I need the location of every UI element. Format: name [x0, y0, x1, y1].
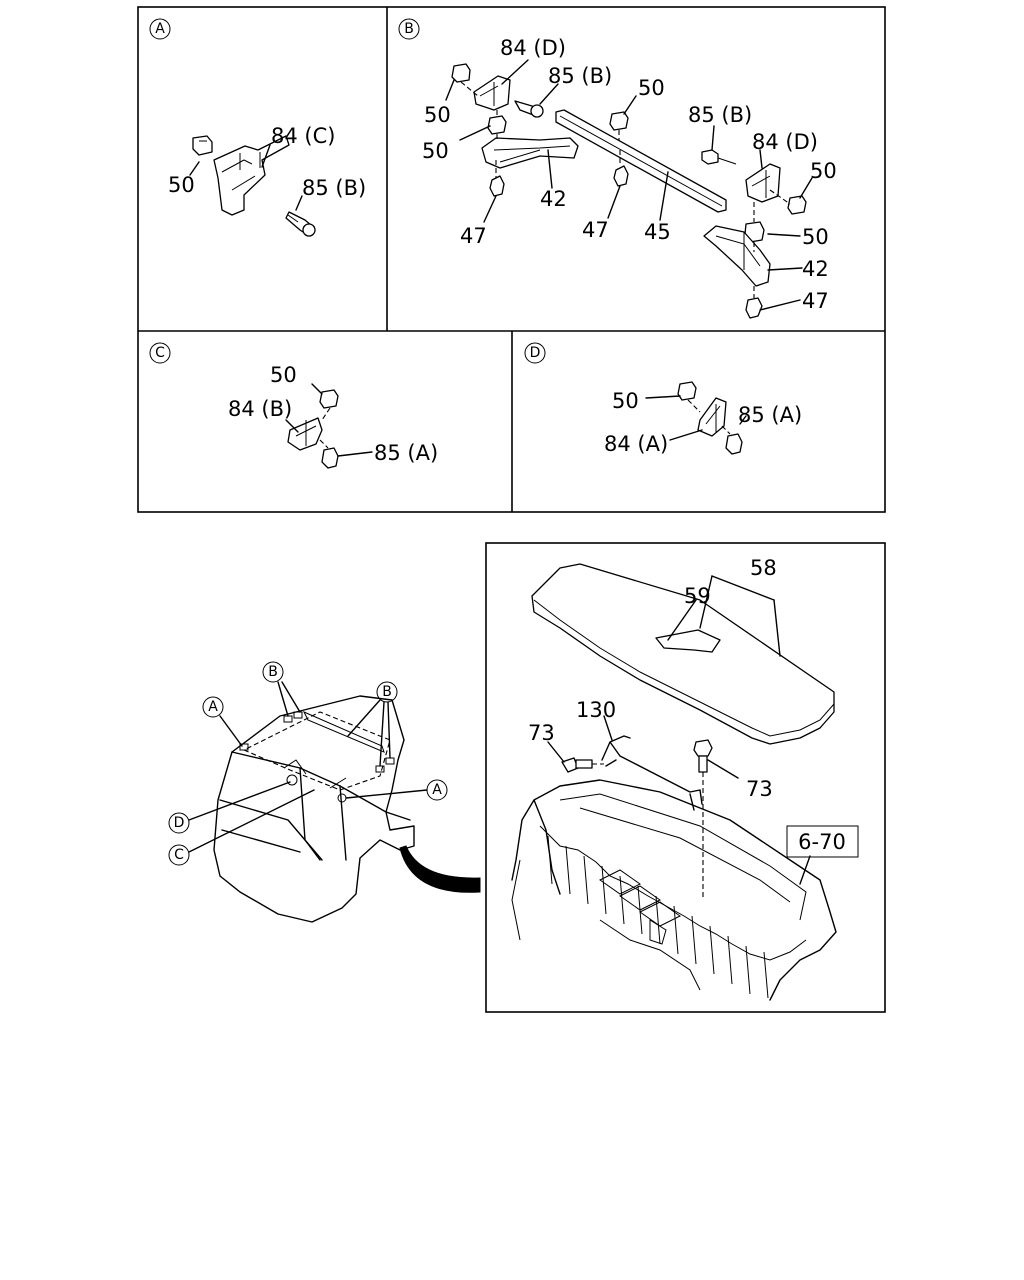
bracket-84b: [287, 417, 323, 451]
callout-d-letter: D: [174, 815, 185, 831]
label-42-1: 42: [540, 187, 567, 211]
callout-d: [168, 812, 190, 834]
clip-50-a: [192, 135, 213, 156]
vehicle-window: [219, 799, 323, 861]
label-130: 130: [576, 698, 616, 722]
label-50: 50: [168, 173, 195, 197]
screw-47-2: [613, 165, 629, 187]
callout-b2: [376, 681, 398, 703]
callout-a1-letter: A: [208, 699, 218, 715]
panel-c-circle: [149, 342, 171, 364]
panel-c-letter: C: [155, 345, 165, 361]
screw-85a-d: [725, 433, 743, 455]
label-50: 50: [612, 389, 639, 413]
screw-85b-b2: [701, 149, 719, 165]
label-85b-1: 85 (B): [548, 64, 612, 88]
ref-label: 6-70: [798, 830, 846, 854]
label-85a: 85 (A): [374, 441, 438, 465]
clip-50-b2: [487, 115, 507, 135]
bracket-84d-2: [745, 163, 781, 203]
label-47-2: 47: [582, 218, 609, 242]
screw-47-1: [489, 175, 505, 197]
label-58: 58: [750, 556, 777, 580]
callout-c: [168, 844, 190, 866]
panel-c: C 50 84 (B) 85 (A): [149, 342, 438, 469]
label-73-1: 73: [528, 721, 555, 745]
label-47-3: 47: [802, 289, 829, 313]
label-50-5: 50: [802, 225, 829, 249]
screw-85a-c: [321, 447, 339, 469]
callout-b1: [262, 661, 284, 683]
clip-50-b3: [609, 111, 629, 131]
detail-frame: [485, 542, 886, 1013]
callout-b1-letter: B: [268, 664, 278, 680]
panel-a-circle: [149, 18, 171, 40]
panel-b-circle: [398, 18, 420, 40]
vehicle-body: [213, 695, 415, 923]
bolt-73-2: [693, 739, 713, 757]
callout-b2-letter: B: [382, 684, 392, 700]
label-45: 45: [644, 220, 671, 244]
label-50-3: 50: [638, 76, 665, 100]
detail-panel: 58 59 130 73 73 6-70: [511, 556, 859, 1001]
label-50-1: 50: [424, 103, 451, 127]
panel-58: [531, 563, 835, 745]
label-84c: 84 (C): [271, 124, 335, 148]
label-47-1: 47: [460, 224, 487, 248]
label-73-2: 73: [746, 777, 773, 801]
callout-a1: [202, 696, 224, 718]
cargo-floor: [511, 779, 837, 1001]
bracket-84c: [213, 135, 290, 216]
screw-47-3: [745, 297, 763, 319]
label-84d-2: 84 (D): [752, 130, 818, 154]
label-50-4: 50: [810, 159, 837, 183]
label-85a: 85 (A): [738, 403, 802, 427]
support-42-2: [703, 225, 771, 287]
panel-d-circle: [524, 342, 546, 364]
roof-rail: [302, 710, 385, 753]
label-59: 59: [684, 584, 711, 608]
headliner-outline: [242, 711, 391, 791]
label-84a: 84 (A): [604, 432, 668, 456]
panel-b-letter: B: [404, 21, 414, 37]
panel-d-letter: D: [530, 345, 541, 361]
panel-a-letter: A: [155, 21, 165, 37]
label-50: 50: [270, 363, 297, 387]
panel-58-edge: [533, 599, 835, 737]
label-84d-1: 84 (D): [500, 36, 566, 60]
clip-50-d: [677, 381, 697, 401]
label-85b: 85 (B): [302, 176, 366, 200]
label-84b: 84 (B): [228, 397, 292, 421]
callout-c-letter: C: [174, 847, 184, 863]
bracket-84d-1: [473, 75, 511, 111]
bracket-130: [601, 735, 703, 805]
label-42-2: 42: [802, 257, 829, 281]
panel-b: B: [398, 18, 837, 319]
label-85b-2: 85 (B): [688, 103, 752, 127]
panel-a: A 50 84 (C) 85 (B): [149, 18, 366, 237]
ref-box: [786, 825, 859, 858]
vehicle-overview: B B A A D C: [168, 661, 481, 923]
clip-50-c: [319, 389, 339, 409]
clip-50-b1: [451, 63, 471, 83]
callout-a2-letter: A: [432, 782, 442, 798]
label-50-2: 50: [422, 139, 449, 163]
clip-50-b5: [787, 195, 807, 215]
panel-d: D 50 85 (A) 84 (A): [524, 342, 802, 456]
detail-pointer: [399, 845, 481, 893]
